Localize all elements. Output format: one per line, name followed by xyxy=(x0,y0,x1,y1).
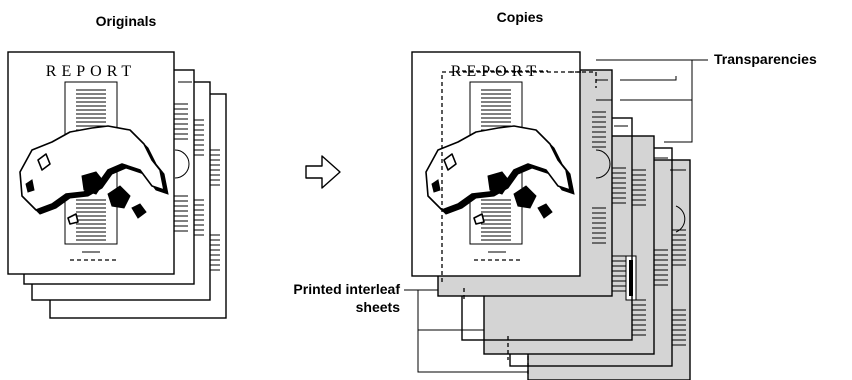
interleaf-label-line2: sheets xyxy=(356,299,401,315)
interleaf-label-line1: Printed interleaf xyxy=(293,281,400,297)
outline-right-arrow-icon xyxy=(305,155,341,189)
copies-stack: REPORT xyxy=(411,51,691,380)
transparency-1 xyxy=(441,70,597,376)
transparencies-callout: Transparencies xyxy=(596,51,817,143)
originals-stack: REPORT xyxy=(7,51,227,319)
copy-cover-page: REPORT xyxy=(411,51,581,277)
transparencies-label: Transparencies xyxy=(714,51,817,67)
report-title: REPORT xyxy=(46,63,136,80)
interleaf-callout: Printed interleaf sheets xyxy=(293,281,528,373)
original-cover-page: REPORT xyxy=(7,51,175,275)
copies-heading: Copies xyxy=(497,9,544,25)
originals-heading: Originals xyxy=(96,13,157,29)
